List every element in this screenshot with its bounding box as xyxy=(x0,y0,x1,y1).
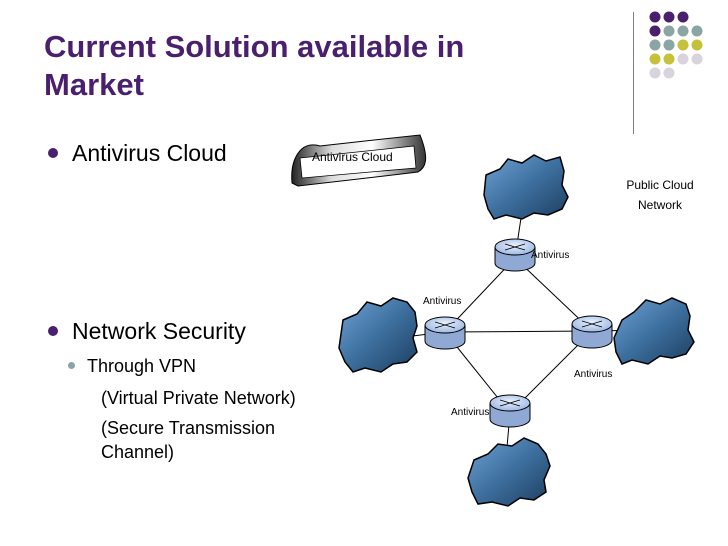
bullet-label: Network Security xyxy=(72,318,246,344)
decorative-dot xyxy=(691,39,703,51)
decorative-dot xyxy=(677,11,689,23)
router-icon xyxy=(494,238,536,272)
decorative-dot xyxy=(691,25,703,37)
bullet-label: Antivirus Cloud xyxy=(72,140,227,166)
antivirus-cloud-ribbon xyxy=(291,134,427,187)
cloud-icon xyxy=(483,154,569,220)
router-label: Antivirus xyxy=(574,369,613,380)
decorative-dot xyxy=(663,53,675,65)
sub-bullet-line: (Secure Transmission xyxy=(101,418,276,438)
public-cloud-line1: Public Cloud xyxy=(626,178,694,192)
decorative-dot xyxy=(677,25,689,37)
decorative-dot xyxy=(677,39,689,51)
sub-bullet-label: Through VPN xyxy=(87,356,197,376)
router-icon xyxy=(489,394,531,428)
decorative-dot xyxy=(649,67,661,79)
bullet-dot-icon xyxy=(48,325,58,336)
bullet-antivirus-cloud: Antivirus Cloud xyxy=(48,140,227,167)
bullet-dot-icon xyxy=(48,147,58,158)
sub-bullet-line: Channel) xyxy=(101,442,175,462)
bullet-network-security: Network Security xyxy=(48,318,246,345)
router-label: Antivirus xyxy=(423,296,462,307)
router-label: Antivirus xyxy=(531,250,570,261)
router-icon xyxy=(424,316,466,350)
decorative-dot xyxy=(691,53,703,65)
sub-bullet-line: (Virtual Private Network) xyxy=(101,388,296,408)
public-cloud-line2: Network xyxy=(637,198,682,212)
sub-bullet-vpn: Through VPN xyxy=(68,356,196,377)
decorative-dot xyxy=(663,67,675,79)
cloud-icon xyxy=(613,297,695,365)
router-label: Antivirus xyxy=(451,407,490,418)
ribbon-label: Antivirus Cloud xyxy=(312,150,393,164)
decorative-vertical-line xyxy=(633,12,634,134)
decorative-dot xyxy=(663,25,675,37)
decorative-dot xyxy=(649,11,661,23)
decorative-dot xyxy=(677,53,689,65)
cloud-icon xyxy=(338,297,418,373)
decorative-dot xyxy=(663,11,675,23)
cloud-icon xyxy=(467,437,551,507)
decorative-dot xyxy=(649,39,661,51)
decorative-dot xyxy=(649,25,661,37)
router-icon xyxy=(571,315,613,349)
page-title: Current Solution available in Market xyxy=(44,29,465,102)
sub-bullet-dot-icon xyxy=(68,361,75,369)
decorative-dot xyxy=(649,53,661,65)
decorative-dot xyxy=(663,39,675,51)
public-cloud-label: Public Cloud Network xyxy=(612,175,708,215)
